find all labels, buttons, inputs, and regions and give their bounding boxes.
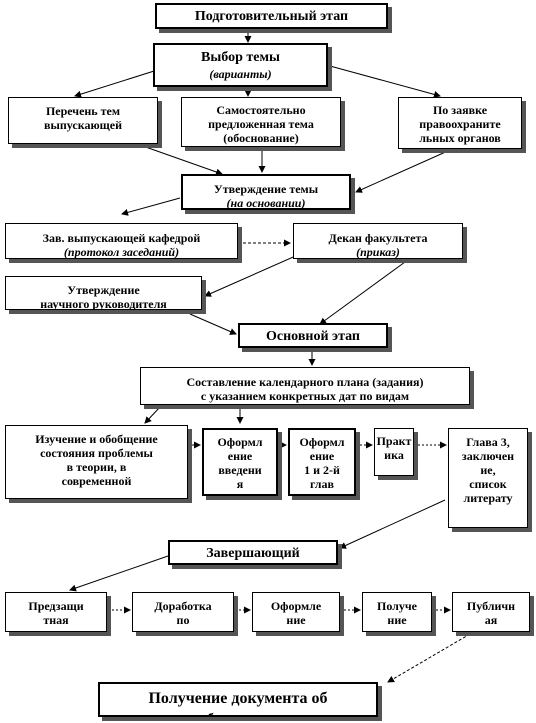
arrow-plan-to-study: [144, 406, 161, 424]
arrow-approve-to-dept: [121, 197, 181, 216]
arrow-public-to-document: [387, 633, 471, 683]
arrow-final-to-predefense: [69, 555, 169, 592]
arrow-choose-to-request: [329, 65, 441, 98]
own-topic-box: Самостоятельно предложенная тема (обосно…: [181, 97, 341, 147]
topic-list-box: Перечень тем выпускающей: [8, 97, 158, 144]
choose-topic-title: Выбор темы: [201, 50, 280, 65]
choose-topic-box: Выбор темы (варианты): [153, 43, 328, 87]
request-box: По заявке правоохраните льных органов: [398, 97, 522, 149]
revision-box: Доработка по: [132, 592, 234, 632]
chapters-box: Оформл ение 1 и 2-й глав: [288, 428, 356, 496]
chapter3-box: Глава 3, заключен ие, список литерату: [448, 428, 528, 528]
arrow-dean-to-main: [319, 261, 406, 325]
stage-main: Основной этап: [238, 323, 388, 348]
arrow-list-to-approve: [139, 144, 223, 176]
arrow-dean-to-supervisor: [204, 253, 301, 297]
dean-box: Декан факультета (приказ): [293, 223, 463, 259]
stage-preparatory: Подготовительный этап: [155, 3, 388, 29]
receive-box: Получе ние: [362, 592, 432, 632]
arrow-supervisor-to-main: [189, 313, 237, 335]
study-box: Изучение и обобщение состояния проблемы …: [5, 425, 188, 499]
arrow-ch3-to-final: [339, 499, 446, 549]
practice-box: Практ ика: [374, 428, 414, 476]
public-box: Публичн ая: [452, 592, 530, 632]
dept-head-box: Зав. выпускающей кафедрой (протокол засе…: [5, 223, 238, 259]
arrow-request-to-approve: [355, 149, 451, 193]
approve-supervisor-box: Утверждение научного руководителя: [5, 276, 202, 310]
approve-topic-box: Утверждение темы (на основании): [181, 174, 351, 210]
stage-final: Завершающий: [168, 540, 338, 565]
choose-topic-sub: (варианты): [209, 67, 272, 81]
calendar-plan-box: Составление календарного плана (задания)…: [140, 367, 470, 405]
document-box: Получение документа об образовании: [98, 682, 378, 717]
formatting-box: Оформле ние: [252, 592, 340, 632]
predefense-box: Предзащи тная: [5, 592, 107, 632]
intro-box: Оформл ение введени я: [202, 428, 278, 496]
